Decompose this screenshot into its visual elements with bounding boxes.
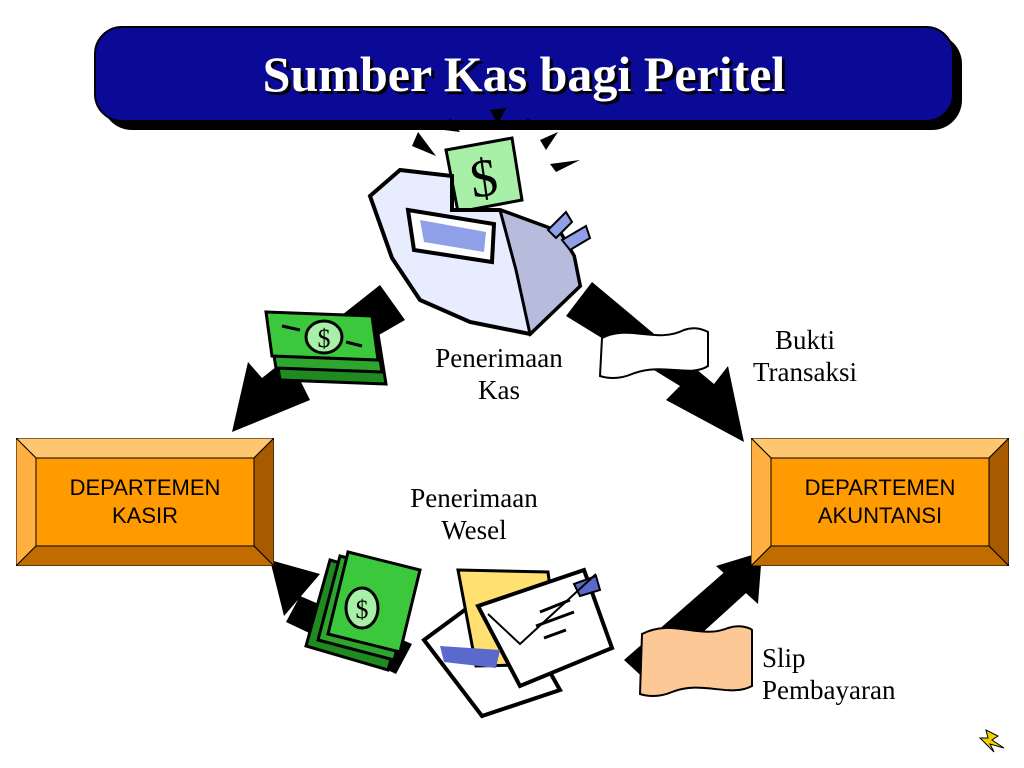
money-icon: $ xyxy=(264,310,388,386)
slide-title: Sumber Kas bagi Peritel xyxy=(262,46,786,102)
envelope-icon xyxy=(421,567,615,719)
departemen-akuntansi-box: DEPARTEMEN AKUNTANSI xyxy=(751,438,1009,566)
title-box: Sumber Kas bagi Peritel xyxy=(94,26,954,122)
title-banner: Sumber Kas bagi Peritel xyxy=(94,26,962,130)
receipt-icon xyxy=(598,327,709,379)
caption-slip-pembayaran: Slip Pembayaran xyxy=(762,643,896,705)
svg-text:$: $ xyxy=(356,595,369,624)
caption-bukti-transaksi: Bukti Transaksi xyxy=(752,325,858,387)
departemen-kasir-label: DEPARTEMEN KASIR xyxy=(69,475,221,528)
departemen-kasir-box: DEPARTEMEN KASIR xyxy=(16,438,274,566)
payment-slip-icon xyxy=(638,625,753,697)
lightning-icon[interactable] xyxy=(978,729,1005,753)
caption-penerimaan-kas: Penerimaan Kas xyxy=(435,343,563,405)
money-icon-lower: $ xyxy=(304,550,422,672)
svg-text:$: $ xyxy=(318,324,331,353)
caption-penerimaan-wesel: Penerimaan Wesel xyxy=(410,483,538,545)
cash-register-icon: $ xyxy=(367,108,592,337)
departemen-akuntansi-label: DEPARTEMEN AKUNTANSI xyxy=(804,475,956,528)
